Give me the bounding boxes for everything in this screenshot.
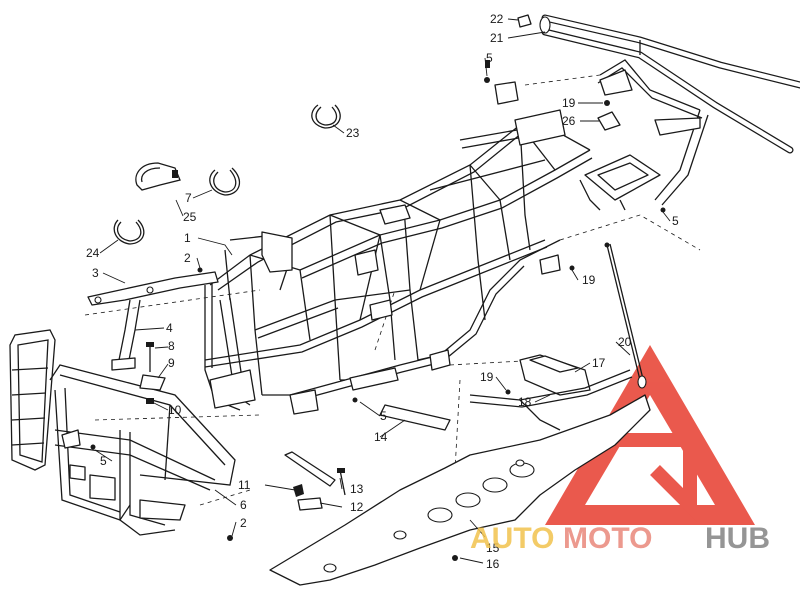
- callout-14: 14: [374, 430, 388, 444]
- front-bracket: [87, 271, 219, 306]
- callout-16: 16: [486, 557, 500, 571]
- callout-19b: 19: [582, 273, 596, 287]
- watermark-logo-icon: [545, 345, 755, 525]
- callout-8: 8: [168, 339, 175, 353]
- watermark-moto: MOTO: [563, 522, 652, 555]
- callout-17: 17: [592, 356, 606, 370]
- callout-4: 4: [166, 321, 173, 335]
- callout-labels: 1 2 2 3 4 5 5 5 5 6 7 8 9 10 11 12 13 14…: [86, 12, 679, 571]
- front-brace: [111, 299, 141, 371]
- main-frame: [204, 81, 593, 415]
- watermark-hub: HUB: [705, 522, 770, 555]
- callout-19a: 19: [562, 96, 576, 110]
- callout-24: 24: [86, 246, 100, 260]
- callout-15: 15: [486, 541, 500, 555]
- fasteners: [90, 207, 666, 561]
- callout-13: 13: [350, 482, 364, 496]
- watermark-auto: AUTO: [470, 522, 554, 555]
- support-rod: [604, 242, 647, 389]
- callout-26: 26: [562, 114, 576, 128]
- callout-19c: 19: [480, 370, 494, 384]
- callout-23: 23: [346, 126, 360, 140]
- callout-18: 18: [518, 395, 532, 409]
- skid-plate-bracket: [284, 451, 346, 511]
- callout-25: 25: [183, 210, 197, 224]
- rear-rack-frame: [539, 14, 800, 211]
- callout-5c: 5: [100, 454, 107, 468]
- leader-lines: [94, 18, 671, 564]
- watermark-text: AUTO MOTO HUB: [470, 522, 770, 555]
- callout-2b: 2: [240, 516, 247, 530]
- callout-1: 1: [184, 231, 191, 245]
- bolt-clamp-set: [139, 342, 166, 404]
- callout-11: 11: [238, 478, 251, 492]
- callout-7: 7: [185, 191, 192, 205]
- footwell-plate: [379, 404, 451, 431]
- callout-6: 6: [240, 498, 247, 512]
- footrest-bracket: [469, 354, 633, 431]
- hose-clamps: [113, 104, 341, 245]
- callout-20: 20: [618, 335, 632, 349]
- skid-plate: [269, 394, 651, 586]
- callout-3: 3: [92, 266, 99, 280]
- callout-5b: 5: [672, 214, 679, 228]
- callout-22: 22: [490, 12, 504, 26]
- callout-10: 10: [168, 403, 182, 417]
- callout-2a: 2: [184, 251, 191, 265]
- callout-21: 21: [490, 31, 504, 45]
- callout-5d: 5: [380, 409, 387, 423]
- callout-5a: 5: [486, 51, 493, 65]
- front-bumper: [9, 329, 236, 536]
- callout-9: 9: [168, 356, 175, 370]
- callout-12: 12: [350, 500, 364, 514]
